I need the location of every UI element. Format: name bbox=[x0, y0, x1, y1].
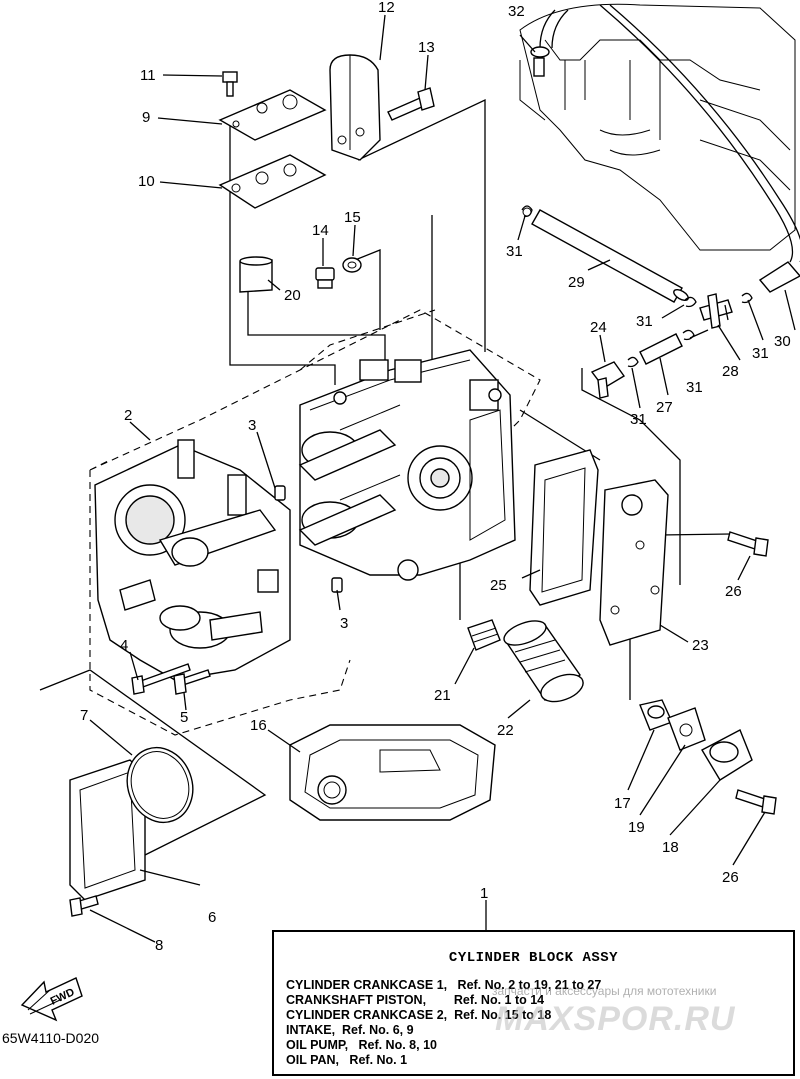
cover-6 bbox=[69, 759, 146, 901]
callout-7: 7 bbox=[80, 707, 88, 724]
thermostat-cover-18 bbox=[701, 729, 753, 781]
callout-3b: 3 bbox=[340, 615, 348, 632]
fwd-arrow: FWD bbox=[20, 977, 83, 1022]
callout-25: 25 bbox=[490, 577, 507, 594]
callout-16: 16 bbox=[250, 717, 267, 734]
callout-21: 21 bbox=[434, 687, 451, 704]
cover-6-bracket bbox=[39, 669, 267, 856]
screw-11 bbox=[222, 71, 238, 97]
callout-31c: 31 bbox=[752, 345, 769, 362]
diagram-code: 65W4110-D020 bbox=[2, 1030, 100, 1046]
bolt-13 bbox=[387, 87, 435, 121]
callout-31d: 31 bbox=[686, 379, 703, 396]
bracket-12 bbox=[329, 54, 381, 161]
callout-31a: 31 bbox=[506, 243, 523, 260]
callout-5: 5 bbox=[180, 709, 188, 726]
assy-line: CYLINDER CRANKCASE 1, Ref. No. 2 to 19, … bbox=[286, 978, 602, 992]
strainer-21 bbox=[467, 619, 501, 651]
assy-box-title: CYLINDER BLOCK ASSY bbox=[448, 950, 619, 966]
callout-18: 18 bbox=[662, 839, 679, 856]
hose-29 bbox=[531, 209, 689, 303]
cylinder-block bbox=[298, 349, 516, 581]
thermostat-17 bbox=[639, 699, 673, 731]
gasket-19 bbox=[667, 707, 706, 751]
assy-line: INTAKE, Ref. No. 6, 9 bbox=[286, 1023, 414, 1037]
callout-29: 29 bbox=[568, 274, 585, 291]
assy-box-lines: CYLINDER CRANKCASE 1, Ref. No. 2 to 19, … bbox=[286, 978, 601, 1068]
callout-6: 6 bbox=[208, 909, 216, 926]
leader-lines bbox=[89, 14, 796, 943]
callout-32: 32 bbox=[508, 3, 525, 20]
watermark-logo: MAXSPOR.RU bbox=[495, 1000, 736, 1038]
callout-23: 23 bbox=[692, 637, 709, 654]
callout-1: 1 bbox=[480, 885, 488, 902]
o-ring-7 bbox=[126, 746, 194, 824]
joint-24 bbox=[590, 361, 626, 399]
gasket-10 bbox=[218, 154, 327, 209]
callout-11: 11 bbox=[140, 67, 156, 84]
callout-4: 4 bbox=[120, 637, 128, 654]
hose-30 bbox=[599, 4, 800, 293]
cover-23 bbox=[599, 479, 669, 646]
callout-20: 20 bbox=[284, 287, 301, 304]
callout-9: 9 bbox=[142, 109, 150, 126]
plug-14 bbox=[315, 267, 335, 289]
assembly-dashed-outline bbox=[89, 309, 541, 736]
assy-line: OIL PUMP, Ref. No. 8, 10 bbox=[286, 1038, 437, 1052]
callout-13: 13 bbox=[418, 39, 435, 56]
callout-30: 30 bbox=[774, 333, 791, 350]
callout-19: 19 bbox=[628, 819, 645, 836]
callout-10: 10 bbox=[138, 173, 155, 190]
assy-line: OIL PAN, Ref. No. 1 bbox=[286, 1053, 408, 1067]
callout-31b: 31 bbox=[636, 313, 653, 330]
bolt-26-upper bbox=[727, 531, 769, 557]
callout-26a: 26 bbox=[725, 583, 742, 600]
assy-line: CYLINDER CRANKCASE 2, Ref. No. 15 to 18 bbox=[286, 1008, 552, 1022]
cover-9 bbox=[218, 89, 327, 141]
callout-12: 12 bbox=[378, 0, 395, 16]
callout-24: 24 bbox=[590, 319, 607, 336]
bottom-cowling-sketch bbox=[519, 3, 796, 251]
callout-8: 8 bbox=[155, 937, 163, 954]
assy-line: CRANKSHAFT PISTON, Ref. No. 1 to 14 bbox=[286, 993, 545, 1007]
anode-20 bbox=[239, 256, 273, 293]
callout-27: 27 bbox=[656, 399, 673, 416]
callout-31e: 31 bbox=[630, 411, 647, 428]
washer-15 bbox=[342, 257, 362, 273]
bolts-4-5 bbox=[131, 663, 211, 695]
clamps-31 bbox=[521, 205, 753, 368]
callout-labels: 1 2 3 3 4 5 6 7 8 9 10 11 12 13 14 15 16… bbox=[80, 0, 791, 954]
callout-22: 22 bbox=[497, 722, 514, 739]
callout-15: 15 bbox=[344, 209, 361, 226]
callout-28: 28 bbox=[722, 363, 739, 380]
callout-2: 2 bbox=[124, 407, 132, 424]
oil-filter-22 bbox=[503, 620, 584, 703]
oil-pan-gasket-16 bbox=[289, 724, 496, 821]
callout-14: 14 bbox=[312, 222, 329, 239]
callout-3a: 3 bbox=[248, 417, 256, 434]
crankcase-2 bbox=[94, 439, 291, 681]
watermark-tagline: запчасти и аксессуары для мототехники bbox=[492, 984, 717, 998]
bolt-26-lower bbox=[735, 789, 777, 815]
callout-26b: 26 bbox=[722, 869, 739, 886]
callout-17: 17 bbox=[614, 795, 631, 812]
joint-28 bbox=[699, 293, 733, 329]
hose-27 bbox=[639, 333, 683, 365]
bolt-8 bbox=[69, 895, 99, 917]
gasket-25 bbox=[529, 449, 599, 606]
cylinder-block-assy-box: CYLINDER BLOCK ASSY CYLINDER CRANKCASE 1… bbox=[272, 930, 795, 1076]
